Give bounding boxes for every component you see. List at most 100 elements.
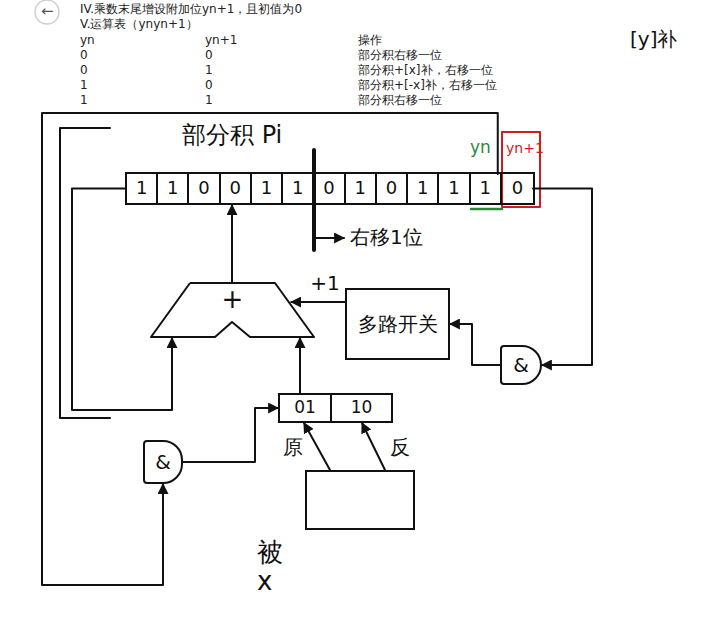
connector	[231, 205, 233, 282]
bit-name: yn	[470, 138, 491, 158]
register-bit: 1	[252, 174, 283, 203]
node-text: 1	[292, 178, 303, 199]
node-text: 1	[354, 178, 365, 199]
table-header: 操作	[358, 32, 382, 48]
connector	[72, 189, 172, 411]
node-text: 1	[136, 178, 147, 199]
label-text: 0	[80, 63, 88, 77]
label-text: yn	[80, 33, 95, 47]
table-cell: 0	[80, 47, 88, 63]
partial-product-register: 部分积 Pi1100110101110	[125, 172, 535, 205]
table-cell: 0	[80, 62, 88, 78]
and-gate: &	[500, 345, 542, 385]
register-bit: 0	[314, 174, 345, 203]
node-heading: 被 x	[257, 538, 283, 595]
x-register: 0110	[278, 393, 393, 423]
label-text: 部分积右移一位	[358, 48, 442, 62]
register-bit: 1	[408, 174, 439, 203]
table-cell: 部分积+[x]补，右移一位	[358, 62, 493, 78]
back-button-ring	[35, 0, 59, 24]
edge-label: +1	[308, 272, 341, 294]
adder-shape	[151, 283, 314, 337]
connector	[533, 189, 592, 366]
feedback-bracket	[60, 128, 110, 418]
label-text: 0	[80, 48, 88, 62]
label-text: 操作	[358, 33, 382, 47]
back-icon: ←	[41, 3, 54, 20]
yn-underline	[471, 208, 502, 211]
label-text: 0	[205, 48, 213, 62]
register-bit: 1	[158, 174, 189, 203]
label-text: ←	[41, 2, 54, 20]
node-text: +	[222, 285, 244, 315]
label-text: 0	[205, 78, 213, 92]
label-text: 右移1位	[350, 225, 423, 249]
node-text: 1	[261, 178, 272, 199]
adder: +	[150, 282, 315, 338]
table-header: yn	[80, 32, 95, 48]
node-text: 1	[417, 178, 428, 199]
table-cell: 1	[80, 77, 88, 93]
node-text: 1	[448, 178, 459, 199]
node-text: 0	[230, 178, 241, 199]
and-gate: &	[143, 440, 183, 484]
node-text: 0	[323, 178, 334, 199]
label-text: 1	[80, 78, 88, 92]
node-text: 1	[479, 178, 490, 199]
label-text: 部分积+[x]补，右移一位	[358, 63, 493, 77]
edge-label: 反	[388, 436, 412, 458]
edge-label: 原	[281, 436, 305, 458]
table-cell: 部分积右移一位	[358, 92, 442, 108]
table-cell: 部分积+[-x]补，右移一位	[358, 77, 497, 93]
source-register: 被 x	[305, 470, 415, 530]
note-text: IV.乘数末尾增设附加位yn+1，且初值为0	[80, 1, 302, 17]
node-text: 0	[512, 178, 523, 199]
register-bit: 0	[502, 174, 533, 203]
node-text: &	[513, 354, 529, 377]
shift-note: 右移1位	[350, 226, 423, 249]
label-text: yn	[470, 137, 491, 157]
connector	[304, 423, 330, 470]
node-text: 10	[330, 395, 391, 421]
label-text: [y]补	[630, 27, 677, 51]
shift-arrow	[316, 237, 344, 239]
table-cell: 0	[205, 47, 213, 63]
label-text: 1	[205, 63, 213, 77]
label-text: 部分积右移一位	[358, 93, 442, 107]
node-text: &	[155, 451, 171, 474]
label-text: 1	[205, 93, 213, 107]
label-text: V.运算表（ynyn+1）	[80, 17, 198, 31]
connector	[299, 338, 301, 393]
multiplexer-box: 多路开关	[345, 288, 450, 360]
register-name: [y]补	[630, 28, 677, 51]
label-text: yn+1	[205, 33, 237, 47]
register-bit: 1	[283, 174, 314, 203]
connector	[42, 113, 498, 585]
table-cell: 0	[205, 77, 213, 93]
label-text: 1	[80, 93, 88, 107]
register-bit: 0	[189, 174, 220, 203]
connector	[291, 301, 345, 303]
note-text: V.运算表（ynyn+1）	[80, 16, 198, 32]
node-text: 01	[280, 395, 330, 421]
node-text: 多路开关	[358, 313, 438, 336]
bit-name: yn+1	[506, 140, 544, 156]
register-bit: 0	[221, 174, 252, 203]
register-bit: 0	[377, 174, 408, 203]
node-text: 1	[167, 178, 178, 199]
node-text: 0	[386, 178, 397, 199]
label-text: IV.乘数末尾增设附加位yn+1，且初值为0	[80, 2, 302, 16]
connector	[362, 423, 385, 470]
table-cell: 1	[205, 62, 213, 78]
table-cell: 1	[80, 92, 88, 108]
table-cell: 部分积右移一位	[358, 47, 442, 63]
register-bit: 1	[127, 174, 158, 203]
node-text: 0	[198, 178, 209, 199]
node-heading: 部分积 Pi	[182, 122, 588, 150]
label-text: yn+1	[506, 140, 544, 156]
register-bit: 1	[439, 174, 470, 203]
table-cell: 1	[205, 92, 213, 108]
connector	[450, 324, 500, 365]
register-bit: 1	[471, 174, 502, 203]
